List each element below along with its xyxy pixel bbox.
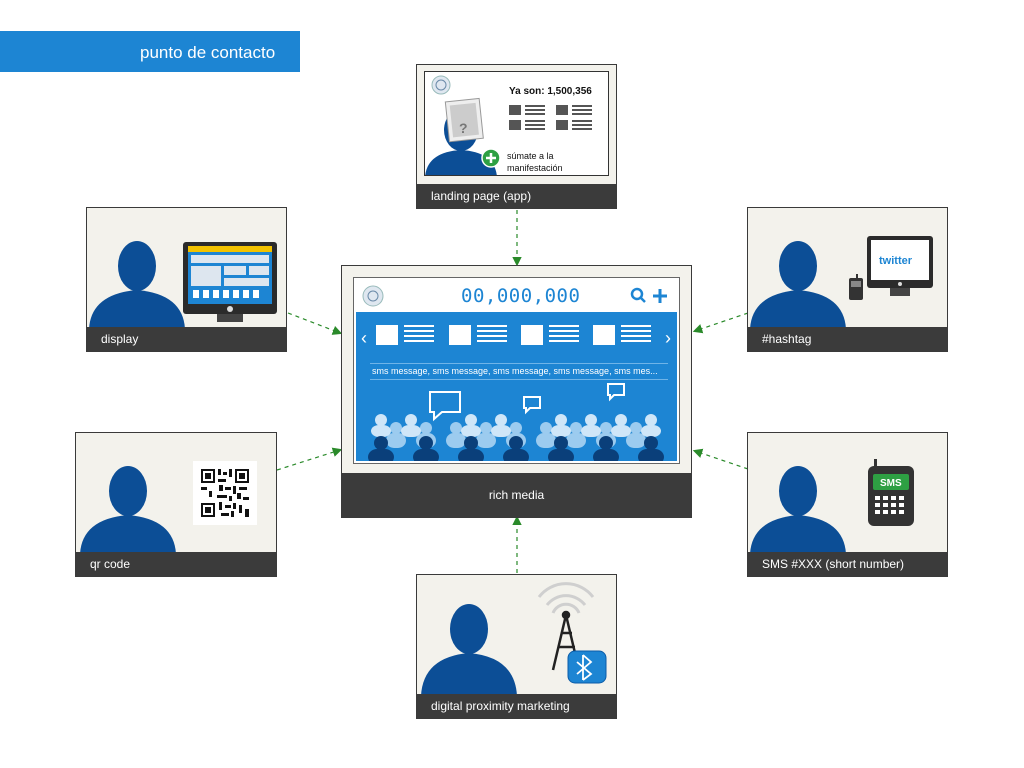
sms-ticker: sms message, sms message, sms message, s… [370,363,668,380]
card-hashtag: twitter #hashtag [747,207,948,352]
monitor-icon [183,242,277,322]
caption-landing-page: landing page (app) [417,184,616,208]
sms-illustration: SMS [750,459,914,554]
card-sms: SMS SMS #XXX (short number) [747,432,948,577]
carousel-items [376,325,651,345]
caption-rich-media: rich media [342,473,691,517]
join-cta: súmate a la manifestación [507,151,563,173]
display-illustration [89,241,277,329]
rich-media-screen: 00,000,000 ‹ › [353,277,680,464]
rich-media-illustration [368,325,664,461]
add-icon [653,289,667,303]
person-icon [118,241,156,291]
app-screen: ? Ya son: 1,500,356 súmate a la manifest… [424,71,609,176]
participant-counter: 00,000,000 [461,285,581,307]
card-landing-page: ? Ya son: 1,500,356 súmate a la manifest… [416,64,617,209]
card-rich-media: 00,000,000 ‹ › [341,265,692,518]
carousel-prev-button[interactable]: ‹ [361,328,367,348]
connector-hashtag [692,312,749,334]
connector-display [287,312,343,335]
proximity-illustration [421,582,607,696]
sms-badge: SMS [880,478,902,489]
app-illustration [425,75,592,175]
hashtag-illustration: twitter [750,236,933,329]
caption-qr-code: qr code [76,552,276,576]
carousel-next-button[interactable]: › [665,328,671,348]
qr-code-icon [193,461,257,525]
qr-illustration [80,466,176,554]
card-qr-code: qr code [75,432,277,577]
page-title: punto de contacto [0,31,300,72]
antenna-tower-icon [551,610,581,671]
search-icon [630,287,646,303]
caption-hashtag: #hashtag [748,327,947,351]
un-emblem-icon [362,285,384,307]
phone-icon [849,274,863,300]
person-icon [109,466,147,516]
connector-sms [692,448,749,470]
person-icon [450,604,488,654]
person-icon [779,466,817,516]
twitter-logo: twitter [879,255,913,267]
crowd-icon [368,414,664,461]
caption-display: display [87,327,286,351]
mobile-phone-icon [868,459,914,526]
caption-proximity: digital proximity marketing [417,694,616,718]
speech-bubble-icons [429,383,625,422]
photo-placeholder: ? [459,120,468,136]
supporter-count: Ya son: 1,500,356 [509,86,592,97]
card-display: display [86,207,287,352]
bluetooth-icon [567,650,607,684]
monitor-icon [867,236,933,296]
rich-media-topbar: 00,000,000 [356,280,677,312]
connector-qrcode [276,447,343,471]
person-icon [779,241,817,291]
card-proximity: digital proximity marketing [416,574,617,719]
caption-sms: SMS #XXX (short number) [748,552,947,576]
signal-waves-icon [537,582,595,614]
